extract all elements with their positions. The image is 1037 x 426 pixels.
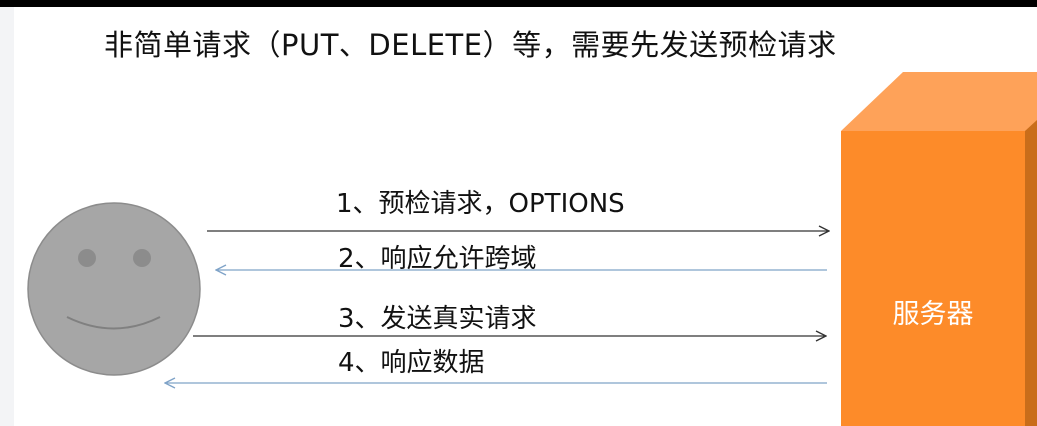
smile-mouth xyxy=(66,316,161,330)
server-side-face xyxy=(1025,120,1037,426)
step-4-label: 4、响应数据 xyxy=(338,348,485,378)
server-label: 服务器 xyxy=(893,299,974,330)
step-2-label: 2、响应允许跨域 xyxy=(338,244,537,274)
server-top-face xyxy=(841,72,1037,131)
face-circle xyxy=(27,202,201,376)
top-bar xyxy=(0,0,1037,7)
server-box: 服务器 xyxy=(841,72,1037,426)
page-title: 非简单请求（PUT、DELETE）等，需要先发送预检请求 xyxy=(104,28,837,62)
left-eye xyxy=(78,249,96,267)
left-edge xyxy=(0,7,14,426)
client-smiley-icon xyxy=(27,202,201,376)
server-front-face xyxy=(841,131,1025,426)
step-3-label: 3、发送真实请求 xyxy=(338,304,537,334)
step-1-label: 1、预检请求，OPTIONS xyxy=(336,189,625,219)
right-eye xyxy=(133,249,151,267)
